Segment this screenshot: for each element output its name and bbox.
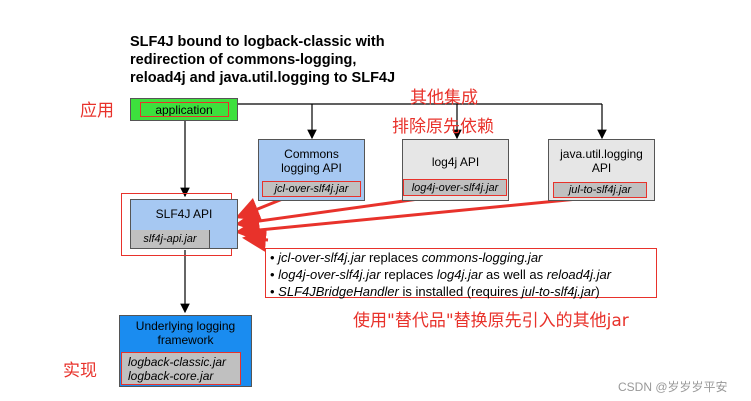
red-arrow-from-jul <box>235 196 589 242</box>
underlying-line1: Underlying logging <box>135 319 236 333</box>
jcl-over-slf4j-jar: jcl-over-slf4j.jar <box>262 181 361 197</box>
jul-to-slf4j-jar: jul-to-slf4j.jar <box>553 182 647 198</box>
jul-api-line2: API <box>591 161 612 175</box>
jul-to-slf4j-label: jul-to-slf4j.jar <box>568 184 632 196</box>
annotation-application: 应用 <box>80 101 114 121</box>
underlying-framework-box: Underlying logging framework logback-cla… <box>119 315 252 387</box>
application-box: application <box>130 98 238 121</box>
commons-api-line1: Commons <box>284 147 339 161</box>
slf4j-api-box: SLF4J API slf4j-api.jar <box>130 199 238 249</box>
log4j-api-label: log4j API <box>431 155 480 169</box>
jcl-over-slf4j-label: jcl-over-slf4j.jar <box>274 183 349 195</box>
log4j-box: log4j API log4j-over-slf4j.jar <box>402 139 509 201</box>
application-highlight <box>140 102 229 117</box>
annotation-replace: 使用"替代品"替换原先引入的其他jar <box>353 311 629 331</box>
logback-core-jar: logback-core.jar <box>128 369 214 383</box>
title-line-2: redirection of commons-logging, <box>130 52 357 68</box>
note-line-1: • jcl-over-slf4j.jar replaces commons-lo… <box>270 250 543 265</box>
log4j-over-slf4j-jar: log4j-over-slf4j.jar <box>403 179 507 196</box>
application-label: application <box>155 102 213 117</box>
red-arrow-from-notes <box>242 227 269 252</box>
jul-box: java.util.logging API jul-to-slf4j.jar <box>548 139 655 201</box>
annotation-integrate: 其他集成 <box>410 88 478 108</box>
commons-api-line2: logging API <box>281 161 342 175</box>
slf4j-api-jar-label: slf4j-api.jar <box>143 233 197 245</box>
underlying-line2: framework <box>157 333 214 347</box>
annotation-implementation: 实现 <box>63 361 97 381</box>
log4j-over-slf4j-label: log4j-over-slf4j.jar <box>411 181 499 194</box>
logback-jars: logback-classic.jar logback-core.jar <box>121 352 241 385</box>
title-line-3: reload4j and java.util.logging to SLF4J <box>130 70 396 86</box>
commons-logging-box: Commons logging API jcl-over-slf4j.jar <box>258 139 365 201</box>
note-line-2: • log4j-over-slf4j.jar replaces log4j.ja… <box>270 267 612 282</box>
annotation-exclude: 排除原先依赖 <box>392 117 494 137</box>
logback-classic-jar: logback-classic.jar <box>128 355 227 369</box>
replacement-notes: • jcl-over-slf4j.jar replaces commons-lo… <box>265 248 657 299</box>
jul-api-line1: java.util.logging <box>560 147 643 161</box>
csdn-watermark: CSDN @岁岁岁平安 <box>618 380 728 394</box>
note-line-3: • SLF4JBridgeHandler is installed (requi… <box>270 284 600 299</box>
slf4j-api-jar: slf4j-api.jar <box>131 230 210 248</box>
title-line-1: SLF4J bound to logback-classic with <box>130 34 385 50</box>
diagram-title: SLF4J bound to logback-classic with redi… <box>130 33 450 87</box>
slf4j-api-label: SLF4J API <box>155 207 213 221</box>
